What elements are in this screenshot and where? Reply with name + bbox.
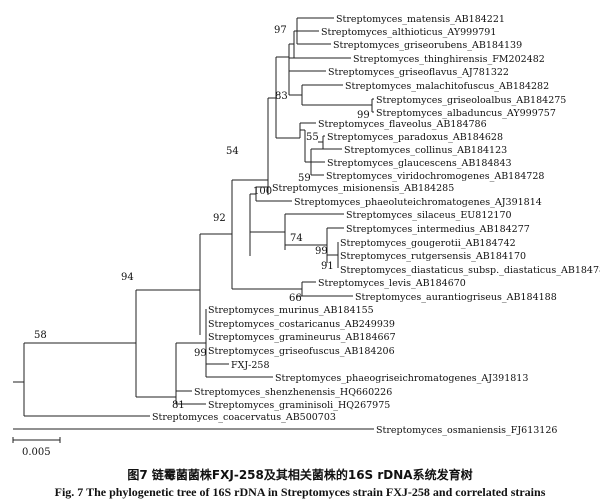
figure-caption-english: Fig. 7 The phylogenetic tree of 16S rDNA… — [54, 485, 546, 499]
tree-branches — [13, 17, 374, 430]
leaf-label: Streptomyces_griseofuscus_AB184206 — [208, 346, 395, 357]
bootstrap-value: 99 — [357, 110, 370, 121]
leaf-labels: Streptomyces_matensis_AB184221 Streptomy… — [152, 14, 600, 436]
bootstrap-value: 100 — [253, 186, 272, 197]
leaf-label: Streptomyces_albaduncus_AY999757 — [376, 108, 556, 119]
leaf-label: Streptomyces_gougerotii_AB184742 — [340, 238, 516, 249]
leaf-label: Streptomyces_glaucescens_AB184843 — [327, 158, 512, 169]
leaf-label: Streptomyces_graminisoli_HQ267975 — [208, 400, 390, 411]
leaf-label: Streptomyces_phaeogriseichromatogenes_AJ… — [275, 373, 528, 384]
leaf-label: Streptomyces_matensis_AB184221 — [336, 14, 505, 25]
leaf-label: Streptomyces_paradoxus_AB184628 — [327, 132, 503, 143]
leaf-label: Streptomyces_intermedius_AB184277 — [346, 224, 530, 235]
bootstrap-value: 58 — [34, 330, 47, 341]
bootstrap-value: 74 — [290, 233, 303, 244]
figure-caption-chinese: 图7 链霉菌菌株FXJ-258及其相关菌株的16S rDNA系统发育树 — [127, 468, 473, 482]
leaf-label: Streptomyces_coacervatus_AB500703 — [152, 412, 336, 423]
scale-bar: 0.005 — [12, 437, 61, 458]
leaf-label: Streptomyces_shenzhenensis_HQ660226 — [194, 387, 392, 398]
bootstrap-values: 97 83 99 55 59 54 100 92 74 99 91 94 66 … — [34, 25, 370, 411]
leaf-label: Streptomyces_rutgersensis_AB184170 — [340, 251, 526, 262]
leaf-label: Streptomyces_collinus_AB184123 — [344, 145, 507, 156]
leaf-label: Streptomyces_misionensis_AB184285 — [272, 183, 454, 194]
leaf-label: Streptomyces_flaveolus_AB184786 — [318, 119, 487, 130]
bootstrap-value: 91 — [321, 261, 334, 272]
leaf-label: Streptomyces_osmaniensis_FJ613126 — [376, 425, 557, 436]
bootstrap-value: 99 — [315, 246, 328, 257]
bootstrap-value: 92 — [213, 213, 226, 224]
leaf-label: Streptomyces_griseoloalbus_AB184275 — [376, 95, 566, 106]
phylogenetic-tree: Streptomyces_matensis_AB184221 Streptomy… — [12, 14, 600, 458]
bootstrap-value: 54 — [226, 146, 239, 157]
leaf-label: Streptomyces_murinus_AB184155 — [208, 305, 374, 316]
leaf-label: Streptomyces_althioticus_AY999791 — [321, 27, 496, 38]
bootstrap-value: 94 — [121, 272, 134, 283]
leaf-label: Streptomyces_viridochromogenes_AB184728 — [326, 171, 544, 182]
bootstrap-value: 59 — [298, 173, 311, 184]
leaf-label: Streptomyces_costaricanus_AB249939 — [208, 319, 395, 330]
bootstrap-value: 55 — [306, 132, 319, 143]
bootstrap-value: 97 — [274, 25, 287, 36]
leaf-label: Streptomyces_levis_AB184670 — [318, 278, 466, 289]
leaf-label: Streptomyces_phaeoluteichromatogenes_AJ3… — [294, 197, 542, 208]
leaf-label: Streptomyces_malachitofuscus_AB184282 — [345, 81, 549, 92]
leaf-label: Streptomyces_gramineurus_AB184667 — [208, 332, 396, 343]
bootstrap-value: 81 — [172, 400, 185, 411]
leaf-label: Streptomyces_griseorubens_AB184139 — [333, 40, 522, 51]
bootstrap-value: 83 — [275, 91, 288, 102]
leaf-label: Streptomyces_thinghirensis_FM202482 — [353, 54, 545, 65]
leaf-label: Streptomyces_griseoflavus_AJ781322 — [328, 67, 509, 78]
leaf-label: FXJ-258 — [231, 360, 270, 371]
leaf-label: Streptomyces_silaceus_EU812170 — [346, 210, 512, 221]
bootstrap-value: 99 — [194, 348, 207, 359]
bootstrap-value: 66 — [289, 293, 302, 304]
leaf-label: Streptomyces_diastaticus_subsp._diastati… — [340, 265, 600, 276]
scale-bar-label: 0.005 — [22, 447, 51, 458]
leaf-label: Streptomyces_aurantiogriseus_AB184188 — [355, 292, 557, 303]
